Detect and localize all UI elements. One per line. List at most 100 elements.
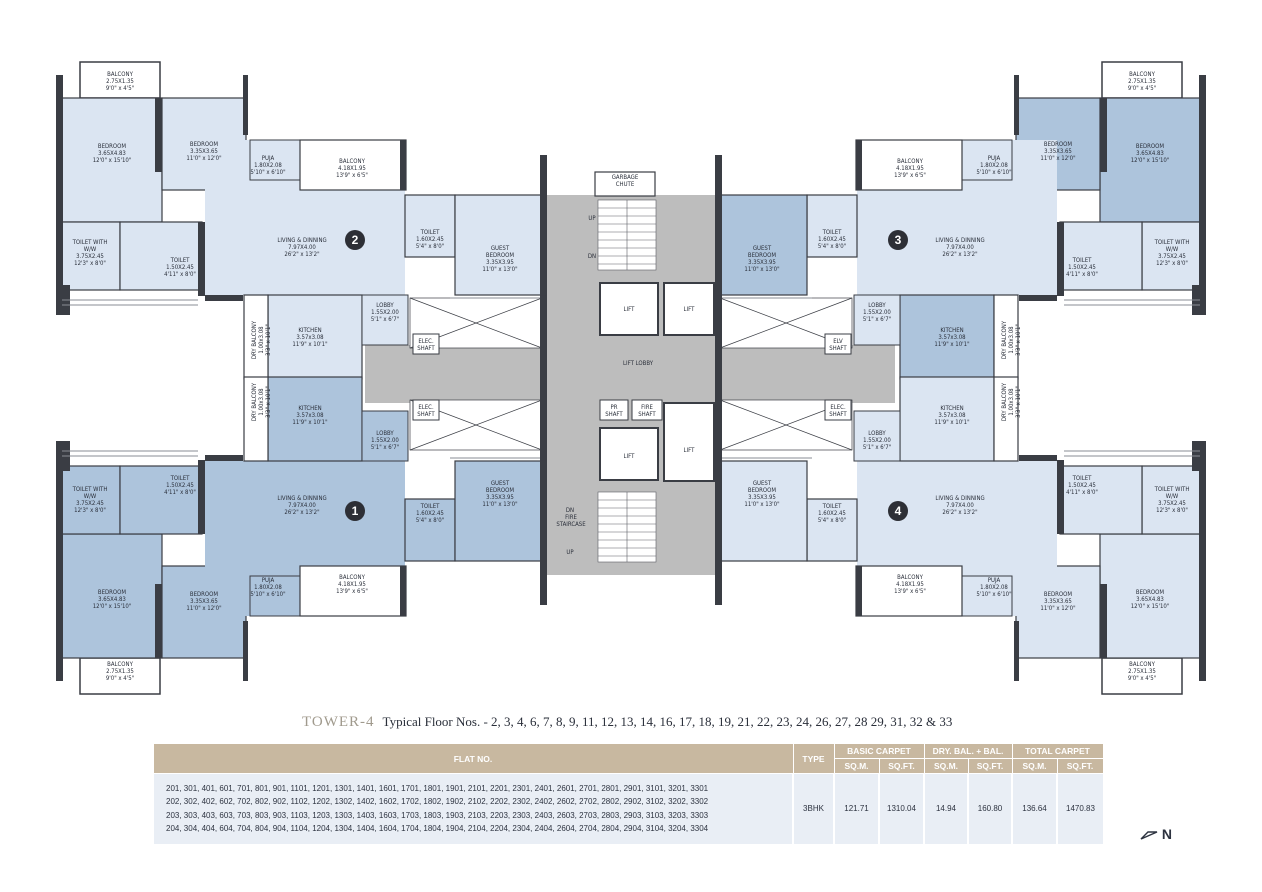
room-dry-balcony — [993, 294, 1019, 380]
elec-shaft-nw — [412, 333, 440, 355]
header-sqft: SQ.FT. — [967, 758, 1013, 774]
header-sqm: SQ.M. — [1011, 758, 1058, 774]
flat-row: 201, 301, 401, 601, 701, 801, 901, 1101,… — [166, 783, 709, 793]
flat-number-badge — [888, 501, 908, 521]
typical-floors: Typical Floor Nos. - 2, 3, 4, 6, 7, 8, 9… — [382, 714, 953, 729]
flat-row: 204, 304, 404, 604, 704, 804, 904, 1104,… — [166, 824, 709, 834]
room-toilet-small — [1059, 221, 1143, 291]
room-puja — [961, 575, 1013, 617]
flat-numbers-cell: 201, 301, 401, 601, 701, 801, 901, 1101,… — [152, 773, 793, 844]
flat-number-badge — [345, 230, 365, 250]
room-toilet-small — [1059, 465, 1143, 535]
garbage-chute — [594, 171, 656, 197]
label-dry-balcony: DRY BALCONY1.00x3.083'3" x 10'1" — [1001, 382, 1022, 421]
pr-label: PR — [610, 404, 617, 411]
header-basic-carpet: BASIC CARPET — [833, 743, 925, 759]
elv-label-ne: ELV — [833, 338, 843, 345]
room-lobby — [853, 294, 901, 346]
room-toilet-small — [119, 221, 203, 291]
room-lobby — [853, 410, 901, 462]
lift-label-2: LIFT — [684, 306, 696, 313]
basic-sqft-cell: 1310.04 — [878, 773, 924, 844]
room-balcony — [299, 139, 407, 191]
garbage-label: GARBAGE — [612, 174, 639, 181]
header-sqm: SQ.M. — [833, 758, 880, 774]
room-toilet-guest — [806, 498, 858, 562]
fire-shaft-label: SHAFT — [638, 411, 656, 418]
elv-shaft-ne — [824, 333, 852, 355]
room-dry-balcony — [243, 376, 269, 462]
fire-label: FIRE — [641, 404, 653, 411]
room-kitchen — [899, 294, 995, 380]
header-sqft: SQ.FT. — [878, 758, 925, 774]
room-toilet-ww — [1141, 465, 1201, 535]
room-dry-balcony — [993, 376, 1019, 462]
bal-sqft-cell: 160.80 — [967, 773, 1012, 844]
dn-label-bottom: DN — [566, 507, 574, 514]
flat-row: 203, 303, 403, 603, 703, 803, 903, 1103,… — [166, 810, 709, 820]
room-lobby — [361, 294, 409, 346]
flat-row: 202, 302, 402, 602, 702, 802, 902, 1102,… — [166, 797, 709, 807]
lift-label-1: LIFT — [624, 306, 636, 313]
north-indicator: N — [1140, 826, 1172, 842]
room-lobby — [361, 410, 409, 462]
room-puja — [249, 139, 301, 181]
elec-shaft-sw — [412, 399, 440, 421]
room-balcony — [855, 139, 963, 191]
header-dry-bal: DRY. BAL. + BAL. — [923, 743, 1013, 759]
lift-4 — [663, 402, 715, 482]
up-label-bottom: UP — [566, 549, 574, 556]
flat-number: 4 — [895, 504, 902, 518]
north-arrow-icon — [1140, 831, 1158, 840]
up-label-top: UP — [588, 215, 596, 222]
room-bedroom-master — [1099, 533, 1201, 659]
dn-label-top: DN — [588, 253, 596, 260]
elv-shaft-label-ne: SHAFT — [829, 345, 847, 352]
label-dry-balcony: DRY BALCONY1.00x3.083'3" x 10'1" — [1001, 320, 1022, 359]
bal-sqm-cell: 14.94 — [923, 773, 968, 844]
flat-number-badge — [345, 501, 365, 521]
elec-shaft-label-nw: SHAFT — [417, 345, 435, 352]
lift-1 — [599, 282, 659, 336]
total-sqft-cell: 1470.83 — [1056, 773, 1103, 844]
flat-number: 1 — [352, 504, 359, 518]
fire-shaft — [631, 399, 663, 421]
fire-staircase-label-1: FIRE — [565, 514, 577, 521]
lift-2 — [663, 282, 715, 336]
north-label: N — [1161, 826, 1173, 842]
room-balcony-top — [1101, 61, 1183, 99]
pr-shaft-label: SHAFT — [605, 411, 623, 418]
chute-label: CHUTE — [616, 181, 635, 188]
lift-3 — [599, 427, 659, 481]
